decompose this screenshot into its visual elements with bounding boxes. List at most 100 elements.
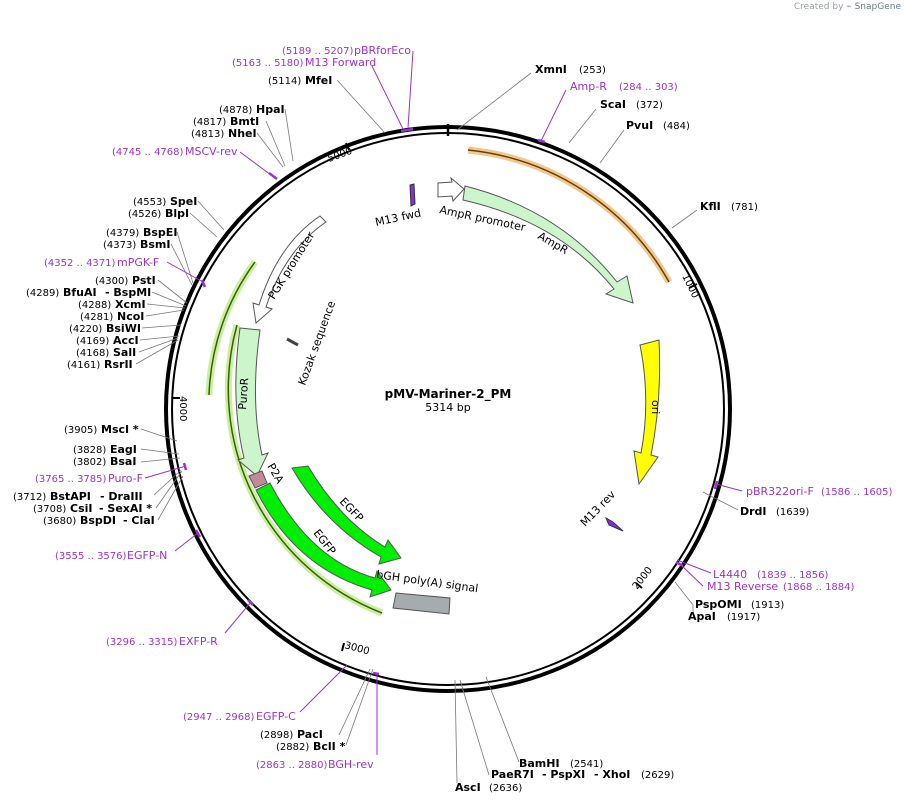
bsiwi-leader (141, 324, 182, 329)
rsrii-leader (135, 339, 179, 365)
puror-label: PuroR (236, 377, 251, 410)
pbrforeco-name: pBRforEco (354, 44, 411, 57)
purof-pos: (3765 .. 3785) (35, 474, 107, 485)
sali-name: SalI (113, 346, 136, 359)
kfli-pos: (781) (731, 202, 758, 213)
created-by-text: Created by (793, 2, 844, 12)
bsiwi-name: BsiWI (106, 322, 141, 335)
egfpn-site (194, 529, 202, 538)
xcmi-leader (146, 303, 186, 309)
draiii-name: - DraIII (100, 490, 143, 503)
l4440-site (675, 560, 684, 568)
bamhi-leader (485, 676, 520, 763)
bstapi-name: BstAPI (50, 490, 91, 503)
ampr-primer-pos: (284 .. 303) (619, 82, 678, 93)
xhoi-pos: (2629) (641, 770, 674, 781)
pgk-promoter-arrow (252, 215, 327, 324)
pbrforeco-leader (407, 50, 414, 129)
exfpr-name: EXFP-R (179, 635, 218, 648)
bamhi-pos: (2541) (570, 759, 603, 770)
eagi-name: EagI (110, 443, 137, 456)
m13forward-pos: (5163 .. 5180) (232, 58, 304, 69)
csii-name: CsiI (70, 502, 92, 515)
xcmi-pos: (4288) (78, 300, 111, 311)
apai-name: ApaI (688, 610, 716, 623)
plasmid-length: 5314 bp (425, 401, 470, 414)
paer7i-leader (459, 679, 490, 776)
mpgkf-leader (166, 261, 204, 283)
pbrforeco-pos: (5189 .. 5207) (282, 46, 354, 57)
puror-arrow (235, 327, 269, 477)
ncoi-name: NcoI (117, 310, 144, 323)
plasmid-name: pMV-Mariner-2_PM (385, 387, 512, 402)
asci-name: AscI (455, 781, 481, 794)
m13reverse-leader (681, 565, 704, 587)
bsmi-name: BsmI (140, 238, 171, 251)
bfuai-leader (151, 291, 187, 307)
psti-name: PstI (132, 274, 156, 287)
mscvrev-name: MSCV-rev (185, 145, 238, 158)
puro-orf-line (227, 324, 383, 614)
snapgene-logo-icon: ⌁ (846, 2, 852, 12)
bcli-name: BclI * (313, 740, 346, 753)
snapgene-credit: Created by ⌁ SnapGene (794, 2, 901, 12)
acci-pos: (4169) (76, 336, 109, 347)
ori-arrow (633, 339, 661, 486)
bspmi-name: - BspMI (105, 286, 151, 299)
acci-name: AccI (113, 334, 139, 347)
psti-leader (157, 279, 188, 304)
drdi-leader (702, 491, 739, 511)
bspdi-leader (157, 475, 184, 521)
ampr-orf-line (467, 149, 670, 283)
kozak-mark (286, 337, 299, 347)
pspomi-leader (674, 581, 694, 612)
spei-leader (197, 200, 225, 231)
nhei-name: NheI (228, 127, 257, 140)
bspei-name: BspEI (143, 226, 177, 239)
p2a-box (248, 470, 268, 489)
l4440-leader (676, 559, 712, 574)
m13reverse-pos: (1868 .. 1884) (783, 582, 855, 593)
xmni-name: XmnI (535, 63, 567, 76)
l4440-pos: (1839 .. 1856) (757, 570, 829, 581)
apai-pos: (1917) (727, 612, 760, 623)
xmni-pos: (253) (579, 65, 606, 76)
kozak-label: Kozak sequence (296, 299, 339, 387)
mscvrev-site (268, 172, 278, 180)
nhei-leader (256, 132, 284, 168)
bghrev-name: BGH-rev (328, 758, 374, 771)
rsrii-pos: (4161) (67, 360, 100, 371)
mscvrev-leader (239, 151, 272, 176)
pbr322orif-name: pBR322ori-F (746, 485, 814, 498)
pbr322orif-pos: (1586 .. 1605) (821, 487, 893, 498)
eagi-pos: (3828) (73, 445, 106, 456)
bcli-leader (345, 668, 374, 746)
mfei-leader (336, 79, 386, 134)
ori-label: ori (649, 400, 662, 414)
msci-leader (140, 428, 178, 442)
exfpr-pos: (3296 .. 3315) (106, 637, 178, 648)
sali-pos: (4168) (76, 348, 109, 359)
bspdi-name: BspDI (80, 514, 116, 527)
blpi-name: BlpI (165, 207, 189, 220)
m13fwd-arrow (409, 183, 416, 207)
blpi-pos: (4526) (128, 209, 161, 220)
scai-pos: (372) (636, 100, 663, 111)
pvui-leader (599, 129, 625, 164)
bghrev-site (372, 671, 380, 676)
paci-name: PacI (297, 728, 323, 741)
mfei-pos: (5114) (268, 76, 301, 87)
tick-5000-mark (345, 142, 350, 151)
paci-leader (338, 668, 371, 736)
ncoi-pos: (4281) (80, 312, 113, 323)
p2a-label: P2A (264, 461, 286, 486)
purof-leader (144, 465, 187, 479)
purof-site (182, 462, 188, 471)
egfpc-pos: (2947 .. 2968) (183, 712, 255, 723)
ampr-promoter-arrow (437, 176, 465, 203)
m13rev-arrow (604, 516, 624, 532)
egfpn-name: EGFP-N (127, 549, 167, 562)
m13forward-leader (371, 65, 404, 130)
tick-3000: 3000 (343, 640, 370, 657)
pspxi-name: - PspXI (542, 768, 585, 781)
